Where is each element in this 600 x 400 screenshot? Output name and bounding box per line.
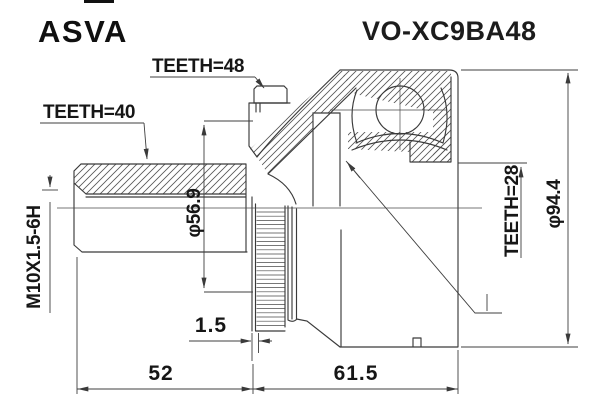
teeth40-label: TEETH=40 <box>43 102 135 123</box>
housing-length-value: 61.5 <box>334 362 379 385</box>
inner-race-hatch <box>348 132 451 162</box>
teeth28-lines <box>458 162 527 258</box>
teeth48-label: TEETH=48 <box>152 56 244 77</box>
teeth40-annotation: TEETH=40 <box>40 102 149 160</box>
stem-length-value: 52 <box>148 362 173 385</box>
spline-teeth-stripes <box>256 211 285 326</box>
cage-window <box>313 113 340 206</box>
teeth28-leader <box>345 160 502 314</box>
housing-length-dim: 61.5 <box>253 350 459 394</box>
housing-inner-wall <box>267 87 357 205</box>
teeth28-label: TEETH=28 <box>502 165 523 257</box>
housing-wall-hatch <box>250 70 356 174</box>
abs-ring-hatch <box>253 85 288 104</box>
thread-annotation: M10X1.5-6H <box>24 175 58 313</box>
teeth48-leader <box>254 76 265 89</box>
offset-value: 1.5 <box>195 314 227 337</box>
cage-outline <box>312 112 341 207</box>
dia56-lines <box>203 120 253 293</box>
stem-length-dim: 52 <box>76 257 254 394</box>
part-outline <box>73 69 459 348</box>
housing-outline <box>248 69 459 348</box>
teeth48-annotation: TEETH=48 <box>150 56 265 89</box>
part-number: VO-XC9BA48 <box>362 16 537 46</box>
housing-length-lines <box>253 350 459 394</box>
housing-diameter-dim: φ94.4 <box>461 69 578 348</box>
dia56-label: φ56.9 <box>184 188 205 237</box>
outer-race-hatch <box>340 71 451 160</box>
dia94-label: φ94.4 <box>544 179 565 229</box>
dia94-lines <box>461 69 578 348</box>
offset-lines <box>189 333 272 361</box>
brand-logo: ASVA <box>38 14 128 49</box>
teeth28-annotation: TEETH=28 <box>345 160 527 314</box>
section-hatching <box>74 70 451 194</box>
offset-dim: 1.5 <box>189 314 272 361</box>
spline-band-edges <box>251 196 298 332</box>
boot-seat-outline <box>291 206 341 348</box>
shaft-section-hatch <box>74 164 246 194</box>
ball-centerlines <box>330 78 447 150</box>
shaft-diameter-dim: φ56.9 <box>184 120 253 293</box>
scan-artifact <box>84 0 114 3</box>
teeth40-leader <box>143 122 149 160</box>
thread-label: M10X1.5-6H <box>24 205 45 309</box>
